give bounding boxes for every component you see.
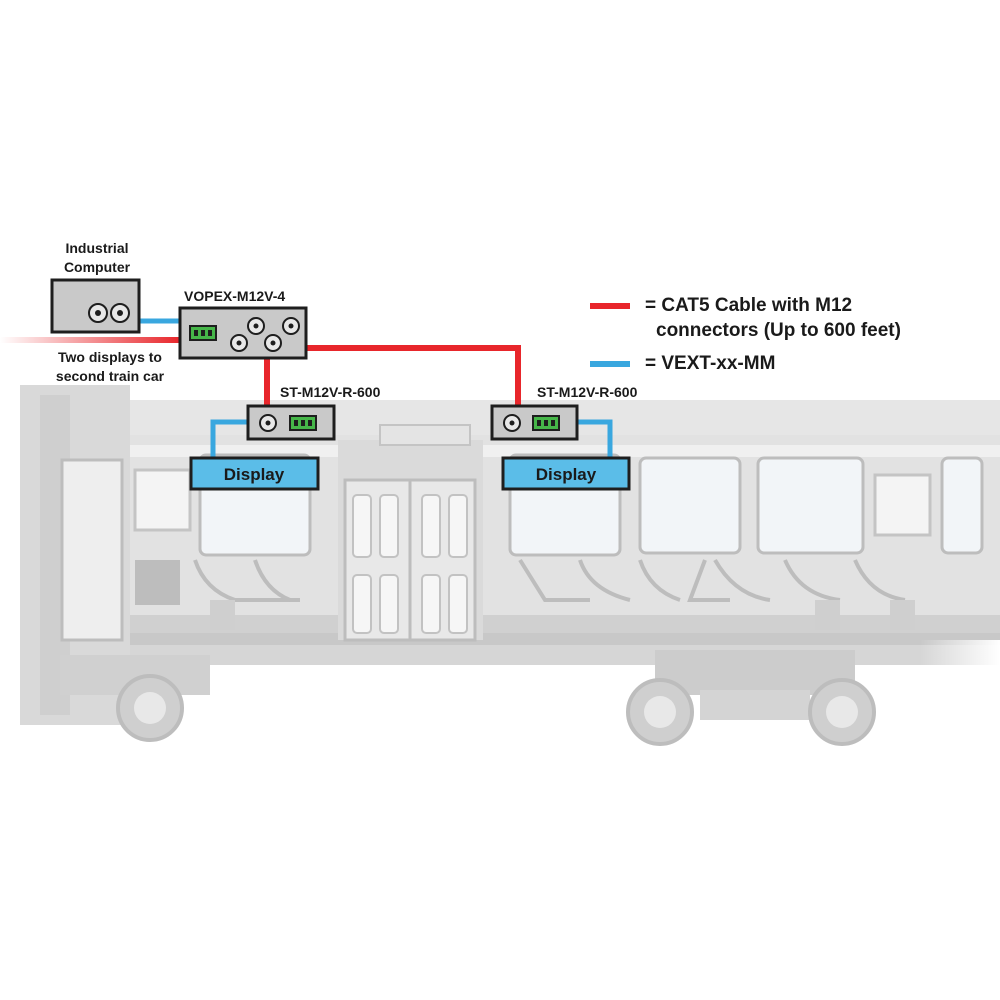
train-window [873, 473, 932, 537]
train-seats [193, 558, 915, 630]
hub-label: VOPEX-M12V-4 [184, 288, 285, 304]
legend-red-line2: connectors (Up to 600 feet) [656, 320, 901, 341]
computer-label-line2: Computer [64, 259, 131, 275]
train-car [20, 385, 1000, 746]
display-left-label: Display [224, 465, 285, 484]
receiver-right-label: ST-M12V-R-600 [537, 384, 638, 400]
train-doors [338, 424, 483, 642]
receiver-right [490, 404, 579, 441]
cat5-cables [264, 345, 521, 406]
receiver-left-label: ST-M12V-R-600 [280, 384, 381, 400]
legend-blue-line1: = VEXT-xx-MM [645, 353, 775, 374]
legend-blue-swatch [590, 361, 630, 367]
display-right-label: Display [536, 465, 597, 484]
receiver-left [246, 404, 336, 441]
computer-label-line1: Industrial [65, 240, 128, 256]
display-right: Display [501, 456, 631, 491]
vext-cable-receiver-right-to-display [577, 419, 613, 460]
vopex-hub [178, 306, 308, 360]
second-car-note-line1: Two displays to [58, 349, 162, 365]
cat5-cable-to-second-car [0, 337, 180, 343]
vext-cable-receiver-left-to-display [210, 419, 248, 460]
legend-red-swatch [590, 303, 630, 309]
industrial-computer [50, 278, 141, 334]
train-bogie-right [626, 650, 876, 746]
cat5-cable-hub-to-receiver-right [306, 345, 521, 406]
train-window [756, 456, 865, 555]
train-window [638, 456, 742, 555]
second-car-note-line2: second train car [56, 368, 165, 384]
display-left: Display [189, 456, 320, 491]
train-window [940, 456, 984, 555]
vext-cables [138, 318, 613, 460]
train-bogie-left [60, 655, 210, 742]
legend: = CAT5 Cable with M12 connectors (Up to … [590, 295, 901, 374]
legend-red-line1: = CAT5 Cable with M12 [645, 295, 852, 316]
